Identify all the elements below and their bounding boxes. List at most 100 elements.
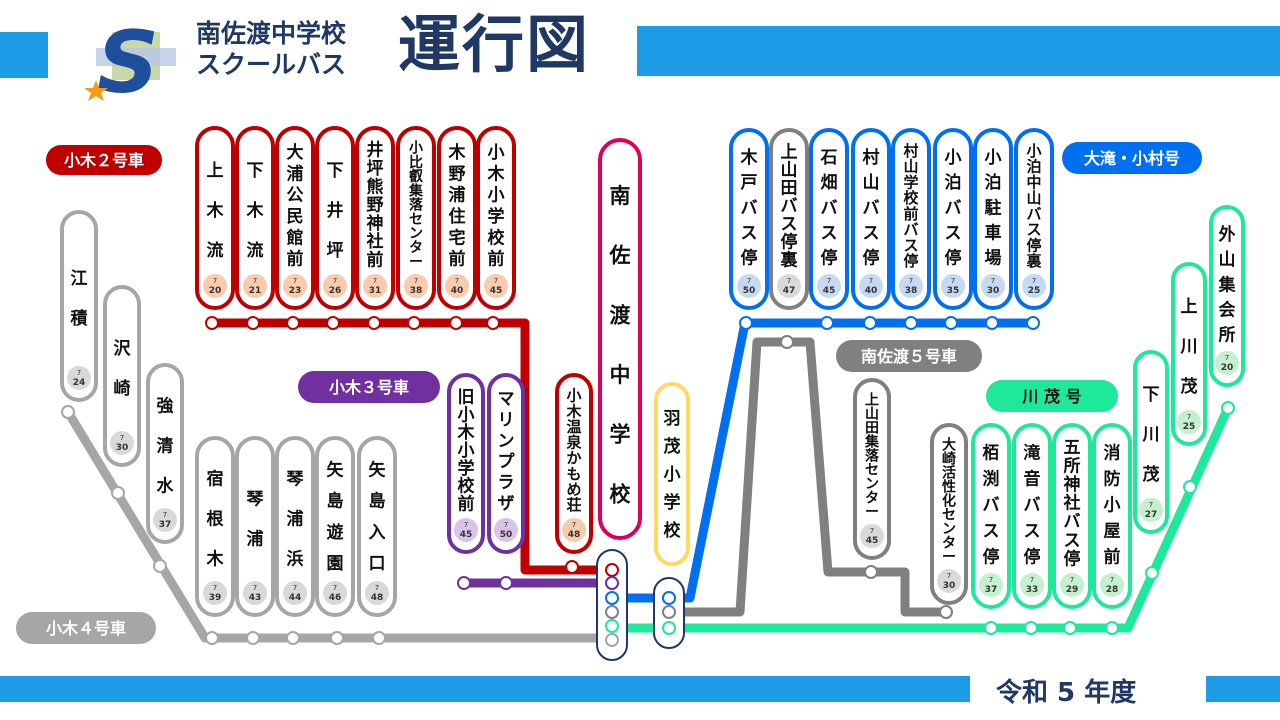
time-minute: 46 xyxy=(329,593,342,603)
stop-frame xyxy=(60,210,98,402)
route-name: 小木２号車 xyxy=(64,151,144,170)
stop-frame xyxy=(195,126,235,310)
stop-name: 石畑バス停 xyxy=(820,148,838,269)
stop-dot xyxy=(61,405,75,419)
route-label-rk: 川 茂 号 xyxy=(986,380,1118,412)
time-minute: 35 xyxy=(947,286,960,296)
time-hour: 7 xyxy=(869,277,873,285)
stop-frame xyxy=(146,363,184,544)
time-badge xyxy=(203,581,227,605)
time-hour: 7 xyxy=(414,277,418,285)
stop-dot xyxy=(367,316,381,330)
time-badge xyxy=(323,581,347,605)
stop-dot xyxy=(739,316,753,330)
time-badge xyxy=(1215,351,1239,375)
stop-dot xyxy=(111,486,125,500)
stop-name: 下井坪 xyxy=(327,161,344,261)
stop-name: 強清水 xyxy=(157,396,175,497)
route-line-ro xyxy=(612,318,1033,603)
stop-frame xyxy=(447,373,485,554)
time-minute: 45 xyxy=(490,286,503,296)
time-hour: 7 xyxy=(787,277,791,285)
stop-frame xyxy=(853,378,891,560)
stop-dot xyxy=(499,576,513,590)
time-badge xyxy=(1022,274,1046,298)
stop-name: 小比叡集落センター xyxy=(408,141,424,271)
stop-dot xyxy=(1145,566,1159,580)
stop-name: 琴浦 xyxy=(247,490,264,550)
time-minute: 37 xyxy=(159,520,172,530)
time-hour: 7 xyxy=(464,521,468,529)
time-minute: 37 xyxy=(985,585,998,595)
fiscal-year: 令和 5 年度 xyxy=(996,678,1137,708)
time-minute: 48 xyxy=(568,530,581,540)
stop-frame xyxy=(235,436,275,617)
time-badge xyxy=(283,581,307,605)
time-hour: 7 xyxy=(827,277,831,285)
time-hour: 7 xyxy=(1187,413,1191,421)
time-badge xyxy=(283,274,307,298)
stop-frame xyxy=(809,128,849,310)
stop-frame xyxy=(357,436,397,617)
time-badge xyxy=(562,518,586,542)
title-line-2: スクールバス xyxy=(196,50,347,79)
stop-dot xyxy=(1183,480,1197,494)
time-badge xyxy=(1177,410,1201,434)
time-hour: 7 xyxy=(951,277,955,285)
route-label-r2: 小木２号車 xyxy=(46,145,162,175)
stop-dot xyxy=(1221,401,1235,415)
route-name: 小木３号車 xyxy=(329,378,409,397)
school-main: 南佐渡中学校 xyxy=(598,138,642,540)
time-badge xyxy=(737,274,761,298)
junction-dot xyxy=(662,605,676,619)
school-logo: S xyxy=(84,13,176,113)
stop-name: 井坪熊野神社前 xyxy=(366,140,384,271)
stop-dot xyxy=(326,316,340,330)
stop-frame xyxy=(476,126,516,310)
time-minute: 45 xyxy=(460,530,473,540)
route-label-r5: 南佐渡５号車 xyxy=(836,340,982,372)
stop-name: 大浦公民館前 xyxy=(286,142,304,270)
stop-dot xyxy=(246,316,260,330)
stop-dot xyxy=(1026,316,1040,330)
stop-name: 小泊バス停 xyxy=(945,148,962,269)
route-name: 小木４号車 xyxy=(46,619,126,638)
stop-frame xyxy=(729,128,769,310)
title-block: 南佐渡中学校 スクールバス xyxy=(196,18,346,80)
time-badge xyxy=(153,508,177,532)
time-hour: 7 xyxy=(455,277,459,285)
stop-name: 旧小木小学校前 xyxy=(457,387,476,514)
time-minute: 29 xyxy=(1066,585,1079,595)
stop-dot xyxy=(944,316,958,330)
time-minute: 25 xyxy=(1028,286,1041,296)
time-minute: 44 xyxy=(289,593,302,603)
star-icon xyxy=(84,80,108,101)
stop-dot xyxy=(486,316,500,330)
time-hour: 7 xyxy=(870,527,874,535)
time-minute: 31 xyxy=(369,286,382,296)
time-badge xyxy=(777,274,801,298)
time-minute: 25 xyxy=(1183,422,1196,432)
stop-dot xyxy=(286,631,300,645)
time-hour: 7 xyxy=(572,521,576,529)
time-hour: 7 xyxy=(293,277,297,285)
time-minute: 43 xyxy=(249,593,262,603)
stop-frame xyxy=(851,128,891,310)
stop-frame xyxy=(1171,262,1207,446)
stop-name: 滝音バス停 xyxy=(1024,443,1041,568)
stop-dot xyxy=(330,631,344,645)
time-badge xyxy=(859,274,883,298)
stop-name: 琴浦浜 xyxy=(287,470,304,570)
